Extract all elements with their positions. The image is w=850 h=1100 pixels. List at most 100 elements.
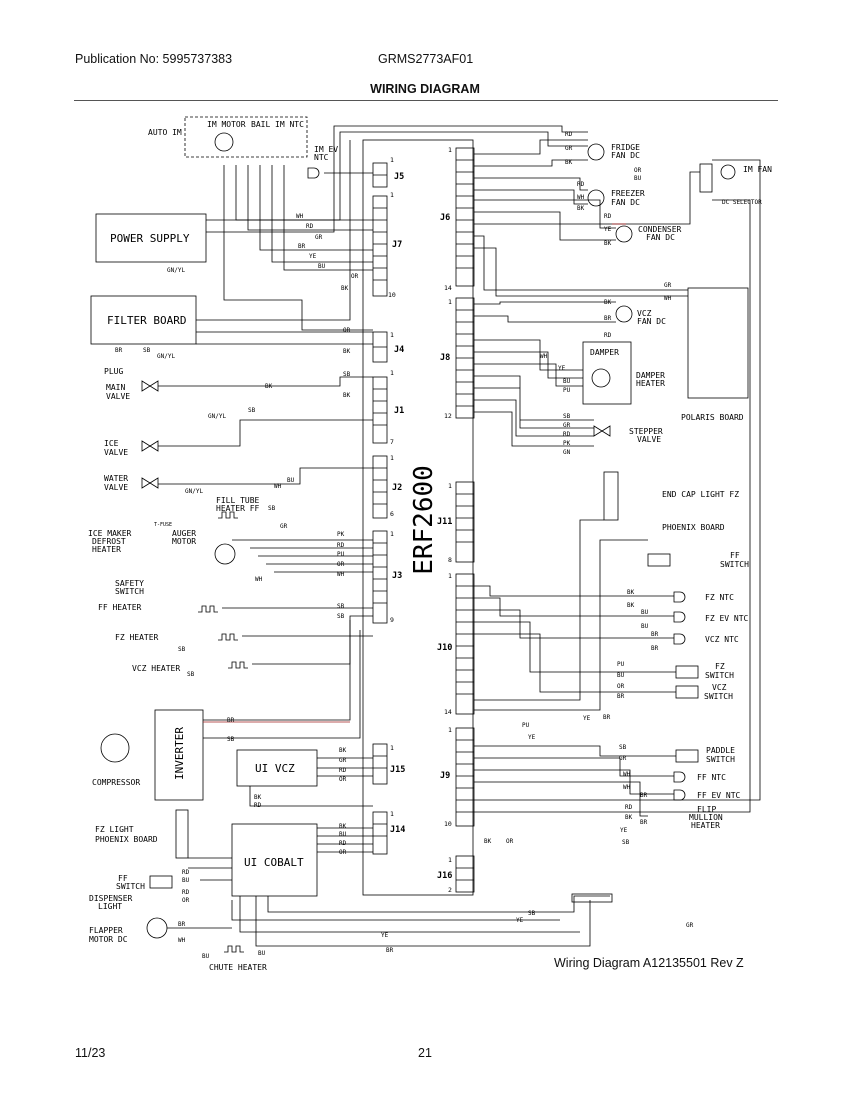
ff-ntc-symbol: [673, 771, 686, 783]
wire-label: WH: [296, 213, 304, 220]
flip-heater-label: FLIP: [697, 805, 716, 814]
flapper-label-2: MOTOR DC: [89, 935, 128, 944]
ff-switch-left-symbol: [149, 875, 173, 889]
flip-heater-label-3: HEATER: [691, 821, 720, 830]
wire-label: SB: [248, 407, 256, 414]
main-valve-label: MAIN: [106, 383, 125, 392]
j6-label: J6: [440, 213, 450, 223]
im-ntc-label: IM NTC: [275, 120, 304, 129]
power-supply-box: [95, 213, 207, 263]
wire-label: OR: [182, 897, 190, 904]
wire-label: GR: [619, 755, 627, 762]
wire-label: YE: [528, 734, 536, 741]
wire-label: BU: [617, 672, 625, 679]
fz-light-connector: [175, 809, 189, 859]
auger-motor-symbol: [214, 543, 236, 565]
pin-label: 1: [390, 530, 394, 538]
ui-vcz-label: UI VCZ: [255, 762, 295, 775]
j5-label: J5: [394, 172, 404, 182]
wire-label: RD: [339, 840, 347, 847]
fz-switch-symbol: [675, 665, 699, 679]
wire-label: SB: [143, 347, 151, 354]
pin-label: 1: [390, 810, 394, 818]
wire-label: OR: [351, 273, 359, 280]
wire-label: WH: [664, 295, 672, 302]
wire-label: GR: [563, 422, 571, 429]
j1-label: J1: [394, 406, 404, 416]
wire-label: GR: [664, 282, 672, 289]
vcz-heater-symbol: [228, 661, 248, 669]
harness-j1-j2-j4: [158, 172, 373, 485]
j16-label: J16: [437, 871, 452, 881]
pin-label: 8: [448, 556, 452, 564]
inverter-box: [154, 709, 204, 801]
bail-label: BAIL: [251, 120, 270, 129]
j1-block: [372, 376, 388, 444]
wire-label: BU: [339, 831, 347, 838]
wire-label: RD: [565, 131, 573, 138]
wire-label: BU: [202, 953, 210, 960]
pin-label: 14: [444, 708, 452, 716]
fz-ntc-symbol: [673, 591, 686, 603]
wire-label: BU: [182, 877, 190, 884]
j2-label: J2: [392, 483, 402, 493]
wire-label: BR: [115, 347, 123, 354]
damper-heater-label: DAMPER: [636, 371, 665, 380]
ice-maker-label-2: DEFROST: [92, 537, 126, 546]
safety-switch-label-2: SWITCH: [115, 587, 144, 596]
fz-switch-label-2: SWITCH: [705, 671, 734, 680]
ui-cobalt-label: UI COBALT: [244, 856, 304, 869]
model-number: GRMS2773AF01: [378, 52, 474, 66]
wire-label: YE: [583, 715, 591, 722]
wire-label: BU: [318, 263, 326, 270]
wire-label: RD: [254, 802, 262, 809]
im-motor-symbol: [214, 132, 234, 152]
wire-label: BK: [339, 823, 347, 830]
inverter-label: INVERTER: [173, 727, 186, 780]
wire-label: RD: [625, 804, 633, 811]
wire-label: RD: [339, 767, 347, 774]
wire-label: GR: [339, 757, 347, 764]
wire-label: RD: [563, 431, 571, 438]
wire-label: OR: [634, 167, 642, 174]
polaris-board-box: [687, 287, 749, 399]
harness-j10: [474, 519, 676, 711]
wire-label: BK: [484, 838, 492, 845]
j7-label: J7: [392, 240, 402, 250]
wire-label: BK: [627, 589, 635, 596]
im-motor-label: IM MOTOR: [207, 120, 246, 129]
im-fan-symbol: [720, 164, 736, 180]
condenser-fan-symbol: [615, 225, 633, 243]
ice-maker-label-3: HEATER: [92, 545, 121, 554]
vcz-ntc-symbol: [673, 633, 686, 645]
wire-label: PU: [617, 661, 625, 668]
wire-label: RD: [604, 332, 612, 339]
wire-label: GN/YL: [208, 413, 226, 420]
wire-label: GR: [686, 922, 694, 929]
wire-label: BK: [339, 747, 347, 754]
wire-label: WH: [577, 194, 585, 201]
wire-label: YE: [620, 827, 628, 834]
stepper-valve-label-2: VALVE: [637, 435, 661, 444]
wire-label: RD: [604, 213, 612, 220]
j7-block: [372, 195, 388, 297]
ice-valve-symbol: [141, 440, 159, 452]
fridge-fan-label-2: FAN DC: [611, 151, 640, 160]
phoenix-board-label: PHOENIX BOARD: [662, 523, 725, 532]
fz-ntc-label: FZ NTC: [705, 593, 734, 602]
pin-label: 12: [444, 412, 452, 420]
dispenser-light-label: DISPENSER: [89, 894, 133, 903]
wire-label: OR: [339, 776, 347, 783]
ff-heater-symbol: [198, 605, 218, 613]
ff-switch-left-label-2: SWITCH: [116, 882, 145, 891]
ui-cobalt-box: [231, 823, 318, 897]
polaris-board-label: POLARIS BOARD: [681, 413, 744, 422]
fridge-fan-label: FRIDGE: [611, 143, 640, 152]
pin-label: 1: [448, 726, 452, 734]
wire-label: OR: [339, 849, 347, 856]
auger-label: AUGER: [172, 529, 196, 538]
wire-label: BK: [254, 794, 262, 801]
fz-heater-symbol: [218, 633, 238, 641]
j10-label: J10: [437, 643, 452, 653]
im-ev-ntc-symbol: [307, 167, 320, 179]
